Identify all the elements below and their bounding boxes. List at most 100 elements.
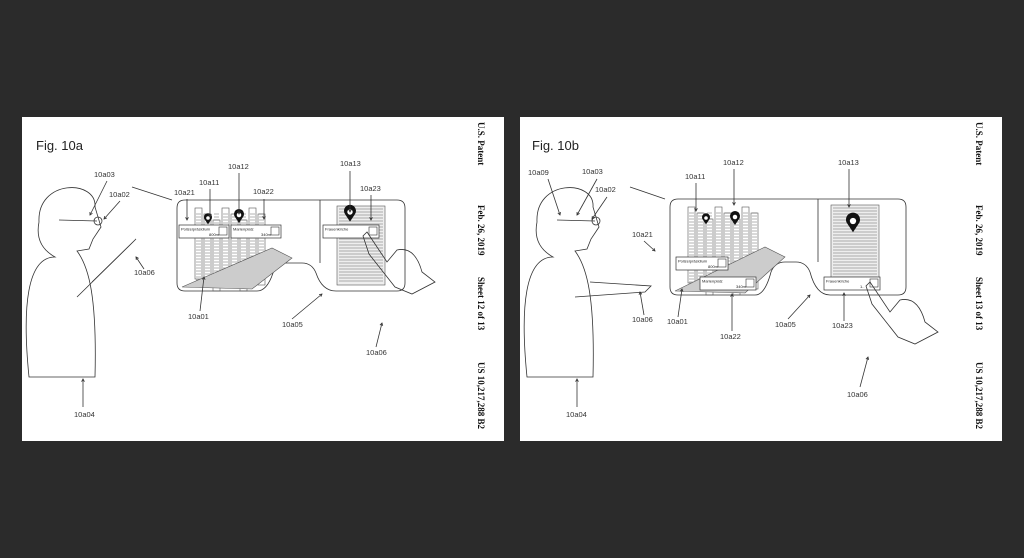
leader-line <box>787 294 811 320</box>
arrowhead-icon <box>732 202 736 206</box>
map-pin-hole <box>704 216 708 220</box>
reference-label: 10a01 <box>667 317 688 326</box>
figure-title: Fig. 10a <box>36 138 84 153</box>
person-outline <box>523 187 600 378</box>
poi-card <box>178 224 230 239</box>
reference-label: 10a13 <box>838 158 859 167</box>
poi-card <box>699 276 757 291</box>
person-outline <box>25 187 102 378</box>
building <box>203 213 212 286</box>
reference-label: 10a21 <box>632 230 653 239</box>
arrowhead-icon <box>694 208 698 212</box>
header-number: US 10,217,288 B2 <box>974 362 984 430</box>
building <box>687 206 696 284</box>
poi-card <box>322 224 380 239</box>
leader-line <box>643 240 656 252</box>
poi-card-checkbox <box>270 226 280 236</box>
reference-label: 10a04 <box>74 410 95 419</box>
reference-label: 10a22 <box>253 187 274 196</box>
leader-line <box>89 180 108 216</box>
glasses-temple <box>556 219 596 222</box>
poi-card-checkbox <box>745 278 755 288</box>
map-pin-hole <box>732 214 738 220</box>
pointing-hand <box>362 231 436 295</box>
poi-card-distance: 1.. <box>860 284 864 289</box>
map-pin-hole <box>206 216 210 220</box>
leader-line <box>547 178 561 216</box>
poi-card-checkbox <box>869 278 879 288</box>
leader-line <box>291 293 323 320</box>
arrowhead-icon <box>318 293 323 297</box>
arrowhead-icon <box>208 214 212 218</box>
street <box>181 247 293 290</box>
poi-card <box>230 224 282 239</box>
arrowhead-icon <box>865 356 870 361</box>
poi-card-distance: 800m <box>209 232 220 237</box>
leader-line <box>576 178 598 216</box>
leader-line <box>591 196 608 220</box>
arrowhead-icon <box>369 217 373 221</box>
reference-label: 10a22 <box>720 332 741 341</box>
ar-glasses-display <box>176 199 406 292</box>
reference-label: 10a06 <box>366 348 387 357</box>
leader-line <box>639 291 645 316</box>
building <box>194 207 203 280</box>
poi-card-checkbox <box>218 226 228 236</box>
reference-label: 10a21 <box>174 188 195 197</box>
pointing-hand <box>865 281 939 345</box>
leader-line <box>859 356 869 388</box>
figure-title: Fig. 10b <box>532 138 579 153</box>
header-patent: U.S. Patent <box>476 122 486 165</box>
reference-label: 10a23 <box>832 321 853 330</box>
header-sheet: Sheet 13 of 13 <box>974 277 984 331</box>
header-number: US 10,217,288 B2 <box>476 362 486 430</box>
arrowhead-icon <box>135 256 139 261</box>
reference-label: 10a12 <box>228 162 249 171</box>
reference-label: 10a23 <box>360 184 381 193</box>
poi-card-distance: 800m <box>708 264 719 269</box>
glasses-lens-icon <box>591 216 601 226</box>
leader-line <box>375 322 383 348</box>
arrowhead-icon <box>638 291 643 295</box>
reference-label: 10a11 <box>685 172 705 181</box>
poi-card-distance: 340m <box>736 284 747 289</box>
arrowhead-icon <box>575 378 579 382</box>
arrowhead-icon <box>730 293 734 297</box>
poi-card <box>675 256 729 271</box>
reference-label: 10a01 <box>188 312 209 321</box>
reference-label: 10a12 <box>723 158 744 167</box>
reference-label: 10a09 <box>528 168 549 177</box>
poi-card-name: Marienplatz <box>702 279 723 284</box>
arrowhead-icon <box>89 211 93 216</box>
arrowhead-icon <box>103 215 107 220</box>
arrowhead-icon <box>81 378 85 382</box>
reference-label: 10a11 <box>199 178 219 187</box>
person-arm <box>76 238 137 298</box>
reference-label: 10a06 <box>632 315 653 324</box>
map-pin-hole <box>236 212 242 218</box>
arrowhead-icon <box>201 276 206 280</box>
leader-line-display <box>131 186 173 201</box>
reference-label: 10a13 <box>340 159 361 168</box>
arrowhead-icon <box>557 211 561 216</box>
leader-line <box>103 200 121 220</box>
reference-label: 10a06 <box>134 268 155 277</box>
header-sheet: Sheet 12 of 13 <box>476 277 486 331</box>
poi-card-checkbox <box>717 258 727 268</box>
arrowhead-icon <box>379 322 384 327</box>
arrowhead-icon <box>185 217 189 221</box>
arrowhead-icon <box>237 211 241 215</box>
arrowhead-icon <box>591 215 595 220</box>
reference-label: 10a06 <box>847 390 868 399</box>
poi-card-name: Frauenkirche <box>826 279 850 284</box>
reference-label: 10a03 <box>94 170 115 179</box>
arrowhead-icon <box>262 216 266 220</box>
arrowhead-icon <box>807 294 811 299</box>
reference-label: 10a02 <box>109 190 130 199</box>
leader-line <box>677 288 683 318</box>
poi-card-name: Frauenkirche <box>325 227 349 232</box>
